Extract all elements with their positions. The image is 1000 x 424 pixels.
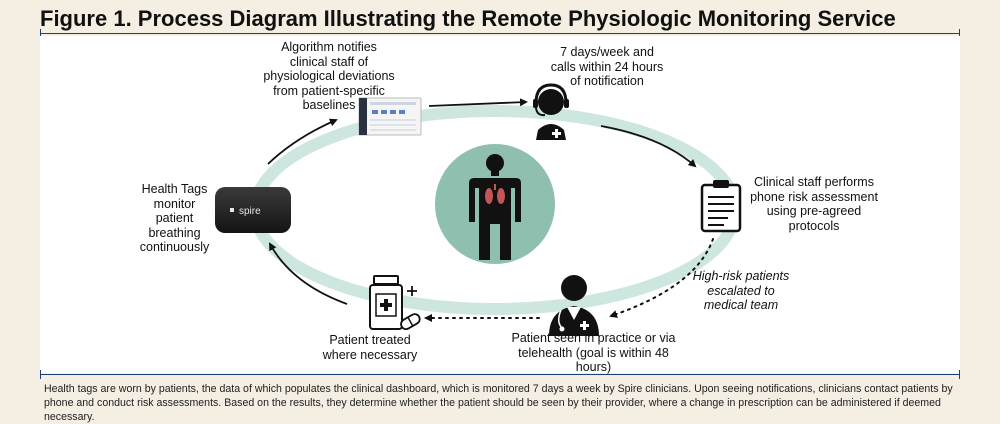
arrow-assessment-to-doctor xyxy=(609,238,714,318)
doctor-icon xyxy=(549,275,599,336)
step-assessment-label: Clinical staff performs phone risk asses… xyxy=(750,175,878,233)
step-availability-label: 7 days/week and calls within 24 hours of… xyxy=(550,45,664,88)
step-tags-label: Health Tags monitor patient breathing co… xyxy=(139,182,210,254)
bottom-rule-right-tick xyxy=(959,370,960,379)
top-rule xyxy=(40,33,960,34)
headset-agent-icon xyxy=(533,83,569,140)
dashboard-screen-icon xyxy=(358,97,422,136)
figure-caption: Health tags are worn by patients, the da… xyxy=(44,383,953,423)
step-escalation-label: High-risk patients escalated to medical … xyxy=(692,269,790,312)
top-rule-right-tick xyxy=(959,29,960,38)
bottom-rule xyxy=(40,374,960,375)
pill-bottle-icon xyxy=(369,275,421,331)
device-brand-label: spire xyxy=(239,206,261,217)
arrow-dashboard-to-agent xyxy=(428,98,528,107)
top-rule-left-tick xyxy=(40,29,41,38)
arrow-treatment-to-tags xyxy=(269,242,348,305)
arrow-tags-to-dashboard xyxy=(267,118,338,165)
step-seen-label: Patient seen in practice or via teleheal… xyxy=(511,331,676,374)
process-diagram: spire xyxy=(215,83,742,336)
diagram-panel: spire Algorithm notifies clinical staff … xyxy=(40,36,960,374)
human-body-lungs-icon xyxy=(435,144,555,264)
clipboard-icon xyxy=(700,180,742,233)
step-algorithm-label: Algorithm notifies clinical staff of phy… xyxy=(263,40,395,112)
figure-title: Figure 1. Process Diagram Illustrating t… xyxy=(40,6,896,31)
health-tag-device-icon: spire xyxy=(215,187,291,233)
bottom-rule-left-tick xyxy=(40,370,41,379)
step-treated-label: Patient treated where necessary xyxy=(322,333,418,362)
arrow-agent-to-assessment xyxy=(600,125,697,168)
